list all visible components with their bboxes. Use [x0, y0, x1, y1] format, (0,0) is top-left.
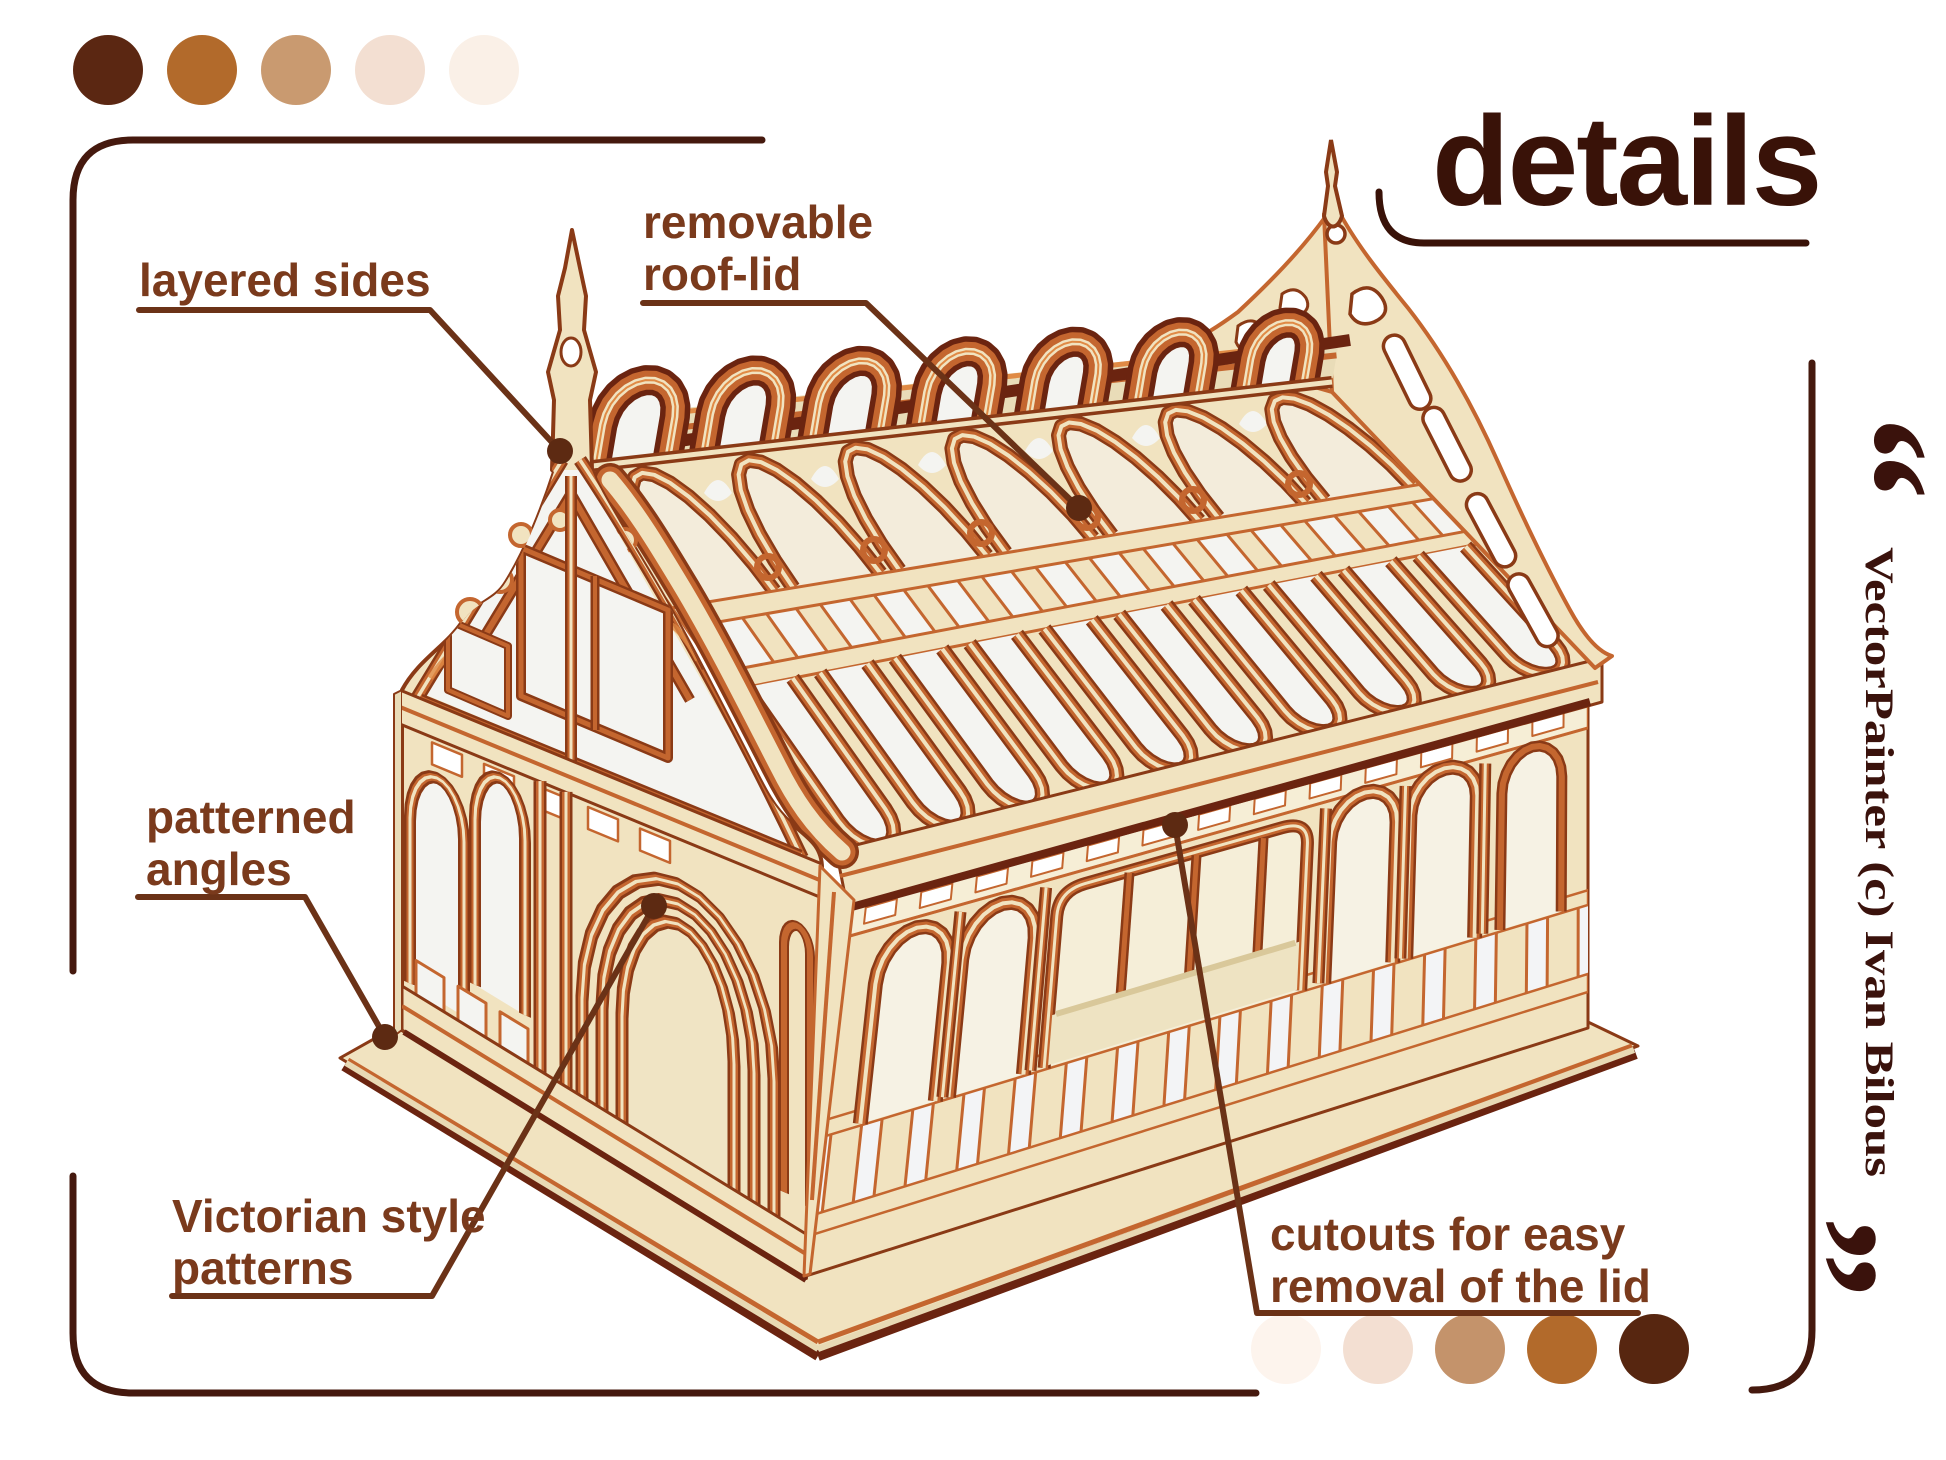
- svg-text:Victorian style: Victorian style: [172, 1190, 486, 1242]
- svg-text:“: “: [1776, 416, 1946, 500]
- svg-text:removal of the lid: removal of the lid: [1270, 1260, 1651, 1312]
- svg-text:layered sides: layered sides: [139, 254, 431, 306]
- svg-text:patterns: patterns: [172, 1242, 353, 1294]
- svg-text:angles: angles: [146, 843, 292, 895]
- svg-text:”: ”: [1730, 1216, 1913, 1299]
- svg-text:VectorPainter (c) Ivan Bilous: VectorPainter (c) Ivan Bilous: [1857, 547, 1902, 1177]
- svg-text:patterned: patterned: [146, 791, 356, 843]
- svg-text:cutouts for easy: cutouts for easy: [1270, 1208, 1626, 1260]
- svg-text:details: details: [1432, 90, 1820, 232]
- svg-text:roof-lid: roof-lid: [643, 248, 801, 300]
- svg-text:removable: removable: [643, 196, 873, 248]
